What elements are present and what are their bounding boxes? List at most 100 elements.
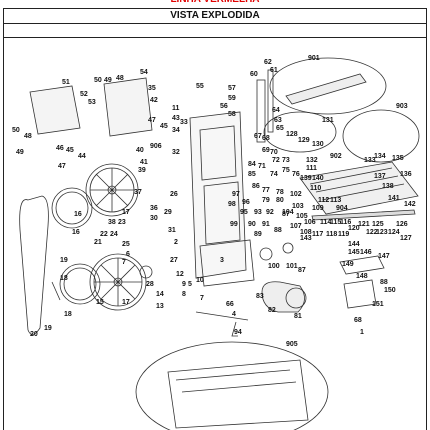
callout-96: 96 bbox=[242, 199, 250, 206]
callout-29: 29 bbox=[164, 209, 172, 216]
callout-8: 8 bbox=[182, 291, 186, 298]
callout-55: 55 bbox=[196, 83, 204, 90]
saw-blade bbox=[19, 195, 49, 335]
callout-15: 15 bbox=[96, 299, 104, 306]
callout-134: 134 bbox=[374, 153, 386, 160]
upper-wheel bbox=[85, 163, 139, 217]
callout-25: 25 bbox=[122, 241, 130, 248]
callout-50: 50 bbox=[94, 77, 102, 84]
guide-group-902 bbox=[263, 111, 337, 153]
callout-116: 116 bbox=[340, 219, 351, 226]
callout-35: 35 bbox=[148, 85, 156, 92]
callout-129: 129 bbox=[298, 137, 310, 144]
callout-3: 3 bbox=[220, 257, 224, 264]
callout-86: 86 bbox=[252, 183, 260, 190]
callout-50b: 50 bbox=[12, 127, 20, 134]
callout-133: 133 bbox=[364, 157, 376, 164]
rod-9 bbox=[195, 311, 249, 321]
lower-wheel bbox=[89, 253, 147, 311]
callout-132: 132 bbox=[306, 157, 318, 164]
callout-54: 54 bbox=[140, 69, 148, 76]
red-line-title: LINHA VERMELHA bbox=[0, 0, 430, 8]
callout-19b: 19 bbox=[44, 325, 52, 332]
callout-101: 101 bbox=[286, 263, 298, 270]
callout-84: 84 bbox=[248, 161, 256, 168]
callout-36: 36 bbox=[150, 205, 158, 212]
callout-63: 63 bbox=[274, 117, 282, 124]
callout-4: 4 bbox=[232, 311, 236, 318]
callout-901: 901 bbox=[308, 55, 320, 62]
callout-99: 99 bbox=[230, 221, 238, 228]
callout-121: 121 bbox=[358, 221, 370, 228]
lower-housing bbox=[199, 239, 255, 287]
callout-146: 146 bbox=[360, 249, 372, 256]
callout-49b: 49 bbox=[16, 149, 24, 156]
callout-107: 107 bbox=[290, 223, 302, 230]
callout-2: 2 bbox=[174, 239, 178, 246]
fence-group-901 bbox=[269, 57, 387, 115]
callout-1: 1 bbox=[360, 329, 364, 336]
callout-43: 43 bbox=[172, 115, 180, 122]
callout-94: 94 bbox=[234, 329, 242, 336]
callout-16b: 16 bbox=[72, 229, 80, 236]
callout-56: 56 bbox=[220, 103, 228, 110]
callout-11: 11 bbox=[172, 105, 180, 112]
callout-23: 23 bbox=[118, 219, 126, 226]
callout-147: 147 bbox=[378, 253, 390, 260]
callout-140: 140 bbox=[312, 175, 324, 182]
callout-52: 52 bbox=[80, 91, 88, 98]
callout-149: 149 bbox=[342, 261, 354, 268]
callout-137: 137 bbox=[374, 173, 386, 180]
callout-49: 49 bbox=[104, 77, 112, 84]
callout-119: 119 bbox=[338, 231, 349, 238]
callout-57: 57 bbox=[228, 85, 236, 92]
callout-102: 102 bbox=[290, 191, 302, 198]
callout-143: 143 bbox=[300, 235, 312, 242]
callout-88b: 88 bbox=[380, 279, 388, 286]
callout-60: 60 bbox=[250, 71, 258, 78]
callout-126: 126 bbox=[396, 221, 408, 228]
callout-32: 32 bbox=[172, 149, 180, 156]
callout-148: 148 bbox=[356, 273, 368, 280]
callout-10: 10 bbox=[196, 277, 204, 284]
callout-111: 111 bbox=[306, 165, 317, 172]
callout-64: 64 bbox=[272, 107, 280, 114]
callout-117: 117 bbox=[312, 231, 323, 238]
callout-18: 18 bbox=[60, 275, 68, 282]
callout-906: 906 bbox=[150, 143, 162, 150]
miter-gauge bbox=[339, 255, 385, 275]
callout-124: 124 bbox=[388, 229, 400, 236]
callout-123: 123 bbox=[376, 229, 388, 236]
callout-81: 81 bbox=[294, 313, 302, 320]
callout-905: 905 bbox=[286, 341, 298, 348]
callout-26: 26 bbox=[170, 191, 178, 198]
knob-101 bbox=[282, 242, 294, 254]
callout-44: 44 bbox=[78, 153, 86, 160]
callout-45: 45 bbox=[66, 147, 74, 154]
side-panel-54 bbox=[103, 77, 153, 137]
callout-128: 128 bbox=[286, 131, 298, 138]
callout-6: 6 bbox=[126, 251, 130, 258]
callout-95: 95 bbox=[240, 209, 248, 216]
callout-47b: 47 bbox=[148, 117, 156, 124]
callout-61: 61 bbox=[270, 67, 278, 74]
callout-127: 127 bbox=[400, 235, 412, 242]
callout-145: 145 bbox=[348, 249, 360, 256]
callout-22: 22 bbox=[100, 231, 108, 238]
callout-27: 27 bbox=[170, 257, 178, 264]
wheel-tire-17 bbox=[59, 263, 101, 305]
callout-151: 151 bbox=[372, 301, 384, 308]
callout-16: 16 bbox=[74, 211, 82, 218]
stand-group-905 bbox=[135, 341, 329, 430]
callout-48: 48 bbox=[116, 75, 124, 82]
callout-59: 59 bbox=[228, 95, 236, 102]
callout-112: 112 bbox=[318, 197, 329, 204]
callout-71: 71 bbox=[258, 163, 266, 170]
callout-46: 46 bbox=[56, 145, 64, 152]
callout-37: 37 bbox=[134, 189, 142, 196]
callout-5: 5 bbox=[188, 281, 192, 288]
callout-79: 79 bbox=[262, 197, 270, 204]
callout-130: 130 bbox=[312, 141, 324, 148]
